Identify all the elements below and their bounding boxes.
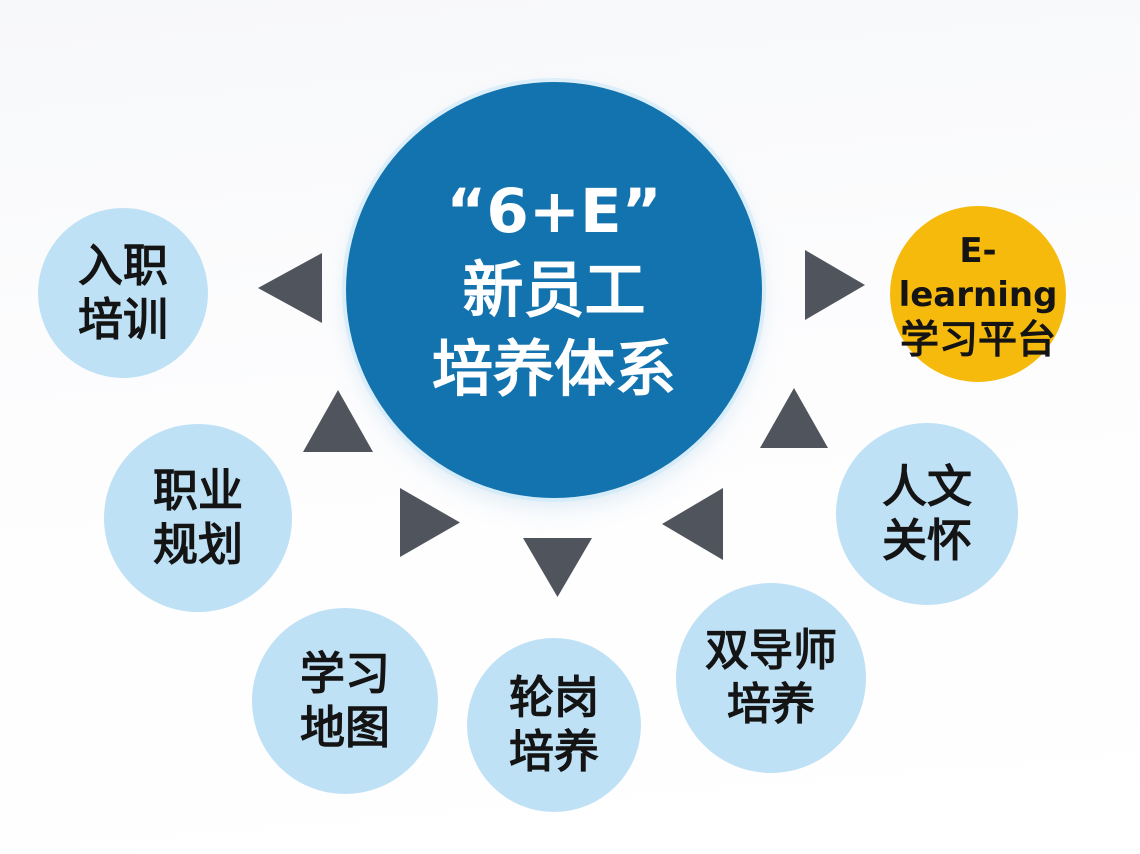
- center-node: “6+E” 新员工 培养体系: [346, 82, 762, 498]
- arrow-rotation-icon: [523, 538, 592, 597]
- node-job-rotation: 轮岗 培养: [467, 638, 641, 812]
- arrow-career-planning-icon: [303, 390, 373, 452]
- node-label: 双导师: [705, 625, 837, 676]
- node-humanistic-care: 人文 关怀: [836, 423, 1018, 605]
- arrow-dual-mentor-icon: [662, 488, 723, 560]
- node-label: 培养: [508, 725, 599, 778]
- node-label: 规划: [152, 518, 243, 571]
- node-label: 职业: [152, 464, 243, 517]
- node-label: 入职: [77, 239, 168, 292]
- node-label: 培养: [727, 679, 815, 730]
- node-label: 关怀: [881, 514, 972, 567]
- node-label: 学习平台: [899, 318, 1056, 363]
- node-onboarding-training: 入职 培训: [38, 208, 208, 378]
- center-node-line1: “6+E”: [446, 175, 662, 247]
- node-label: E-learning: [898, 231, 1058, 315]
- node-elearning-platform: E-learning 学习平台: [890, 206, 1066, 382]
- node-dual-mentor: 双导师 培养: [676, 583, 866, 773]
- node-label: 地图: [299, 701, 390, 754]
- center-node-line3: 培养体系: [431, 333, 676, 405]
- arrow-onboarding-icon: [258, 253, 322, 323]
- node-label: 轮岗: [508, 671, 599, 724]
- arrow-humanistic-care-icon: [760, 388, 828, 448]
- arrow-elearning-icon: [805, 250, 865, 320]
- node-label: 学习: [299, 647, 390, 700]
- node-label: 人文: [881, 460, 972, 513]
- node-label: 培训: [77, 293, 168, 346]
- arrow-learning-map-icon: [400, 488, 460, 557]
- node-learning-map: 学习 地图: [252, 608, 438, 794]
- center-node-line2: 新员工: [462, 254, 646, 326]
- node-career-planning: 职业 规划: [104, 424, 292, 612]
